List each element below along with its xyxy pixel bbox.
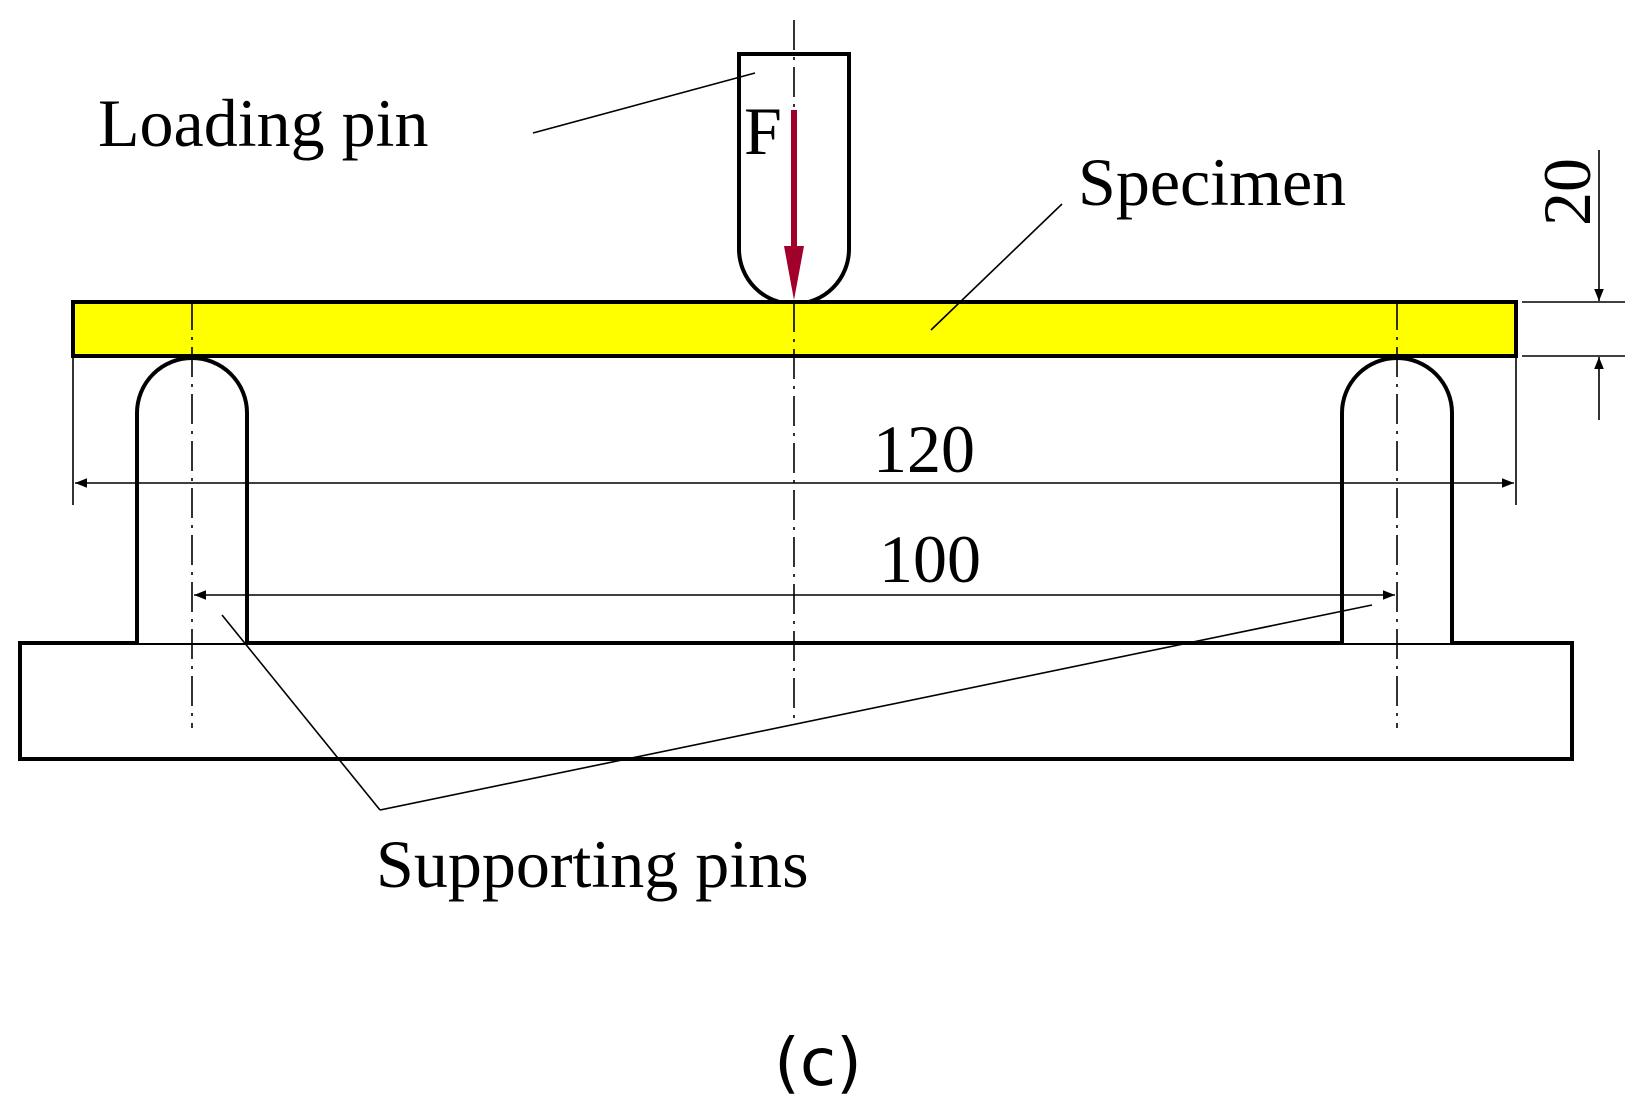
base-plate: [18, 641, 1574, 761]
panel-label: (c): [774, 1024, 862, 1101]
force-label: F: [744, 93, 782, 169]
force-arrow-head: [784, 246, 804, 300]
dimension-label-overall-length: 120: [873, 411, 975, 487]
specimen-label: Specimen: [1078, 144, 1346, 220]
leader-line-left-support: [221, 614, 381, 811]
leader-line-loading-pin: [532, 72, 756, 134]
supporting-pins-label: Supporting pins: [376, 826, 809, 902]
dimension-label-support-span: 100: [879, 521, 981, 597]
leader-line-right-support: [379, 604, 1373, 811]
loading-pin-label: Loading pin: [98, 85, 429, 161]
leader-line-specimen: [930, 203, 1063, 331]
dimension-label-thickness: 20: [1529, 158, 1605, 226]
